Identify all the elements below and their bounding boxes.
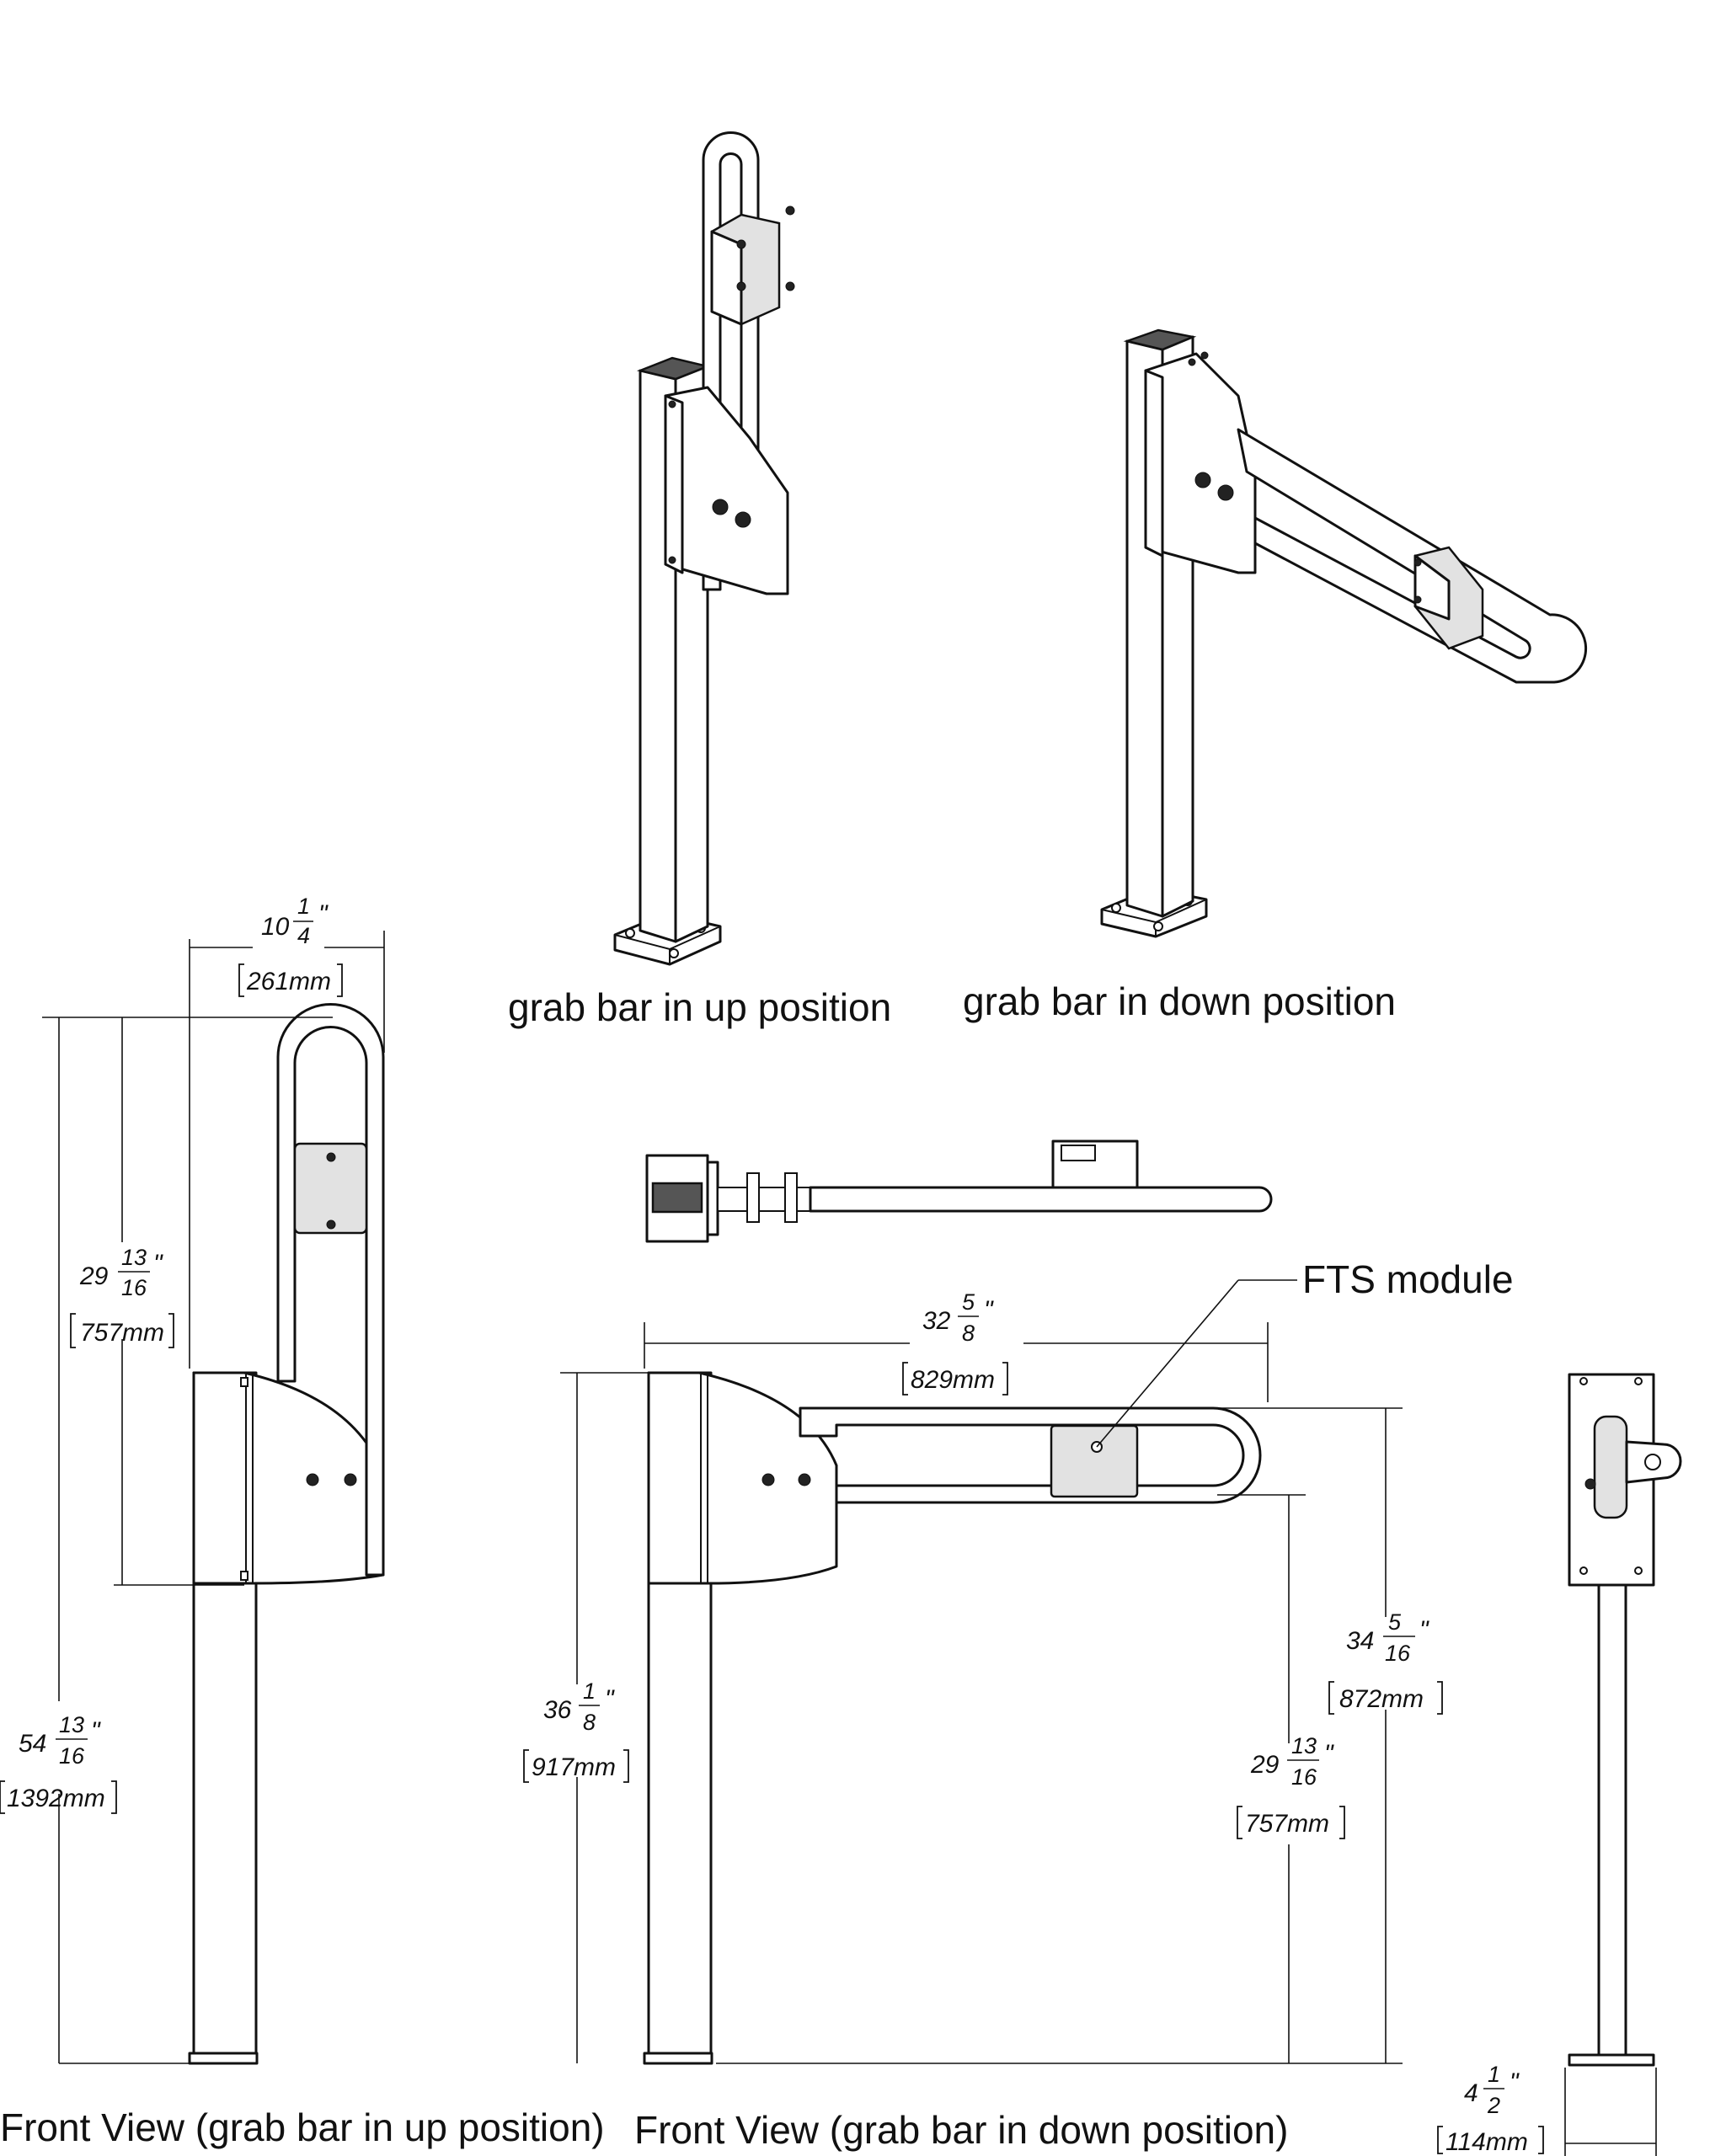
caption-iso-up: grab bar in up position bbox=[508, 985, 891, 1029]
svg-text:10: 10 bbox=[261, 913, 290, 941]
svg-text:36: 36 bbox=[543, 1696, 572, 1724]
svg-text:8: 8 bbox=[583, 1710, 596, 1735]
iso-view-up bbox=[613, 131, 795, 966]
svg-text:54: 54 bbox=[19, 1730, 46, 1758]
svg-text:32: 32 bbox=[922, 1307, 951, 1335]
caption-front-up: Front View (grab bar in up position) bbox=[0, 2105, 605, 2149]
side-view bbox=[1568, 1373, 1682, 2067]
front-view-down bbox=[643, 1371, 1262, 2065]
front-view-up bbox=[188, 1003, 385, 2065]
caption-iso-down: grab bar in down position bbox=[963, 979, 1396, 1023]
svg-text:29: 29 bbox=[1250, 1751, 1280, 1779]
svg-text:": " bbox=[1419, 1616, 1429, 1644]
top-view bbox=[645, 1139, 1273, 1243]
iso-view-down bbox=[1100, 328, 1587, 938]
svg-text:13: 13 bbox=[59, 1712, 84, 1737]
svg-text:261mm: 261mm bbox=[246, 968, 331, 995]
dim-base-width: 4 1 2 " 114mm bbox=[1437, 2062, 1544, 2156]
svg-text:16: 16 bbox=[121, 1275, 147, 1300]
svg-text:8: 8 bbox=[962, 1321, 975, 1346]
dim-width-up: 10 1 4 " 261mm bbox=[238, 894, 343, 997]
svg-text:829mm: 829mm bbox=[911, 1366, 995, 1394]
svg-text:34: 34 bbox=[1346, 1627, 1374, 1655]
svg-text:": " bbox=[91, 1717, 101, 1745]
svg-text:": " bbox=[984, 1296, 994, 1324]
dim-height-bar-up: 29 13 16 " 757mm bbox=[70, 1245, 174, 1348]
svg-text:": " bbox=[1510, 2068, 1520, 2096]
svg-text:1: 1 bbox=[1488, 2062, 1500, 2087]
svg-text:114mm: 114mm bbox=[1445, 2128, 1528, 2156]
caption-front-down: Front View (grab bar in down position) bbox=[634, 2108, 1288, 2152]
svg-text:917mm: 917mm bbox=[532, 1753, 616, 1781]
dim-height-total-up: 54 13 16 " 1392mm bbox=[0, 1712, 117, 1814]
svg-text:": " bbox=[605, 1685, 615, 1713]
svg-text:13: 13 bbox=[1291, 1733, 1317, 1758]
svg-text:16: 16 bbox=[1291, 1764, 1317, 1790]
svg-text:5: 5 bbox=[1388, 1609, 1402, 1635]
svg-text:": " bbox=[1324, 1740, 1334, 1768]
svg-text:16: 16 bbox=[1385, 1641, 1411, 1666]
svg-text:757mm: 757mm bbox=[1245, 1810, 1329, 1838]
dim-height-top-down: 34 5 16 " 872mm bbox=[1328, 1609, 1443, 1715]
svg-text:16: 16 bbox=[59, 1743, 85, 1769]
svg-text:": " bbox=[153, 1250, 163, 1278]
dim-length-down: 32 5 8 " 829mm bbox=[902, 1289, 1008, 1396]
svg-text:13: 13 bbox=[121, 1245, 147, 1270]
svg-text:4: 4 bbox=[297, 923, 310, 948]
svg-text:5: 5 bbox=[962, 1289, 975, 1315]
svg-text:757mm: 757mm bbox=[80, 1319, 164, 1347]
svg-text:872mm: 872mm bbox=[1339, 1685, 1424, 1713]
fts-module-label: FTS module bbox=[1302, 1257, 1514, 1301]
dimension-lines bbox=[42, 931, 1657, 2156]
svg-text:": " bbox=[318, 900, 329, 928]
svg-text:29: 29 bbox=[79, 1262, 109, 1290]
svg-text:1392mm: 1392mm bbox=[7, 1785, 105, 1812]
dim-height-post-down: 36 1 8 " 917mm bbox=[523, 1678, 629, 1783]
svg-text:1: 1 bbox=[297, 894, 310, 919]
dim-height-bottom-down: 29 13 16 " 757mm bbox=[1237, 1733, 1345, 1839]
svg-text:4: 4 bbox=[1464, 2079, 1478, 2107]
svg-text:2: 2 bbox=[1487, 2093, 1500, 2118]
svg-text:1: 1 bbox=[583, 1678, 596, 1704]
